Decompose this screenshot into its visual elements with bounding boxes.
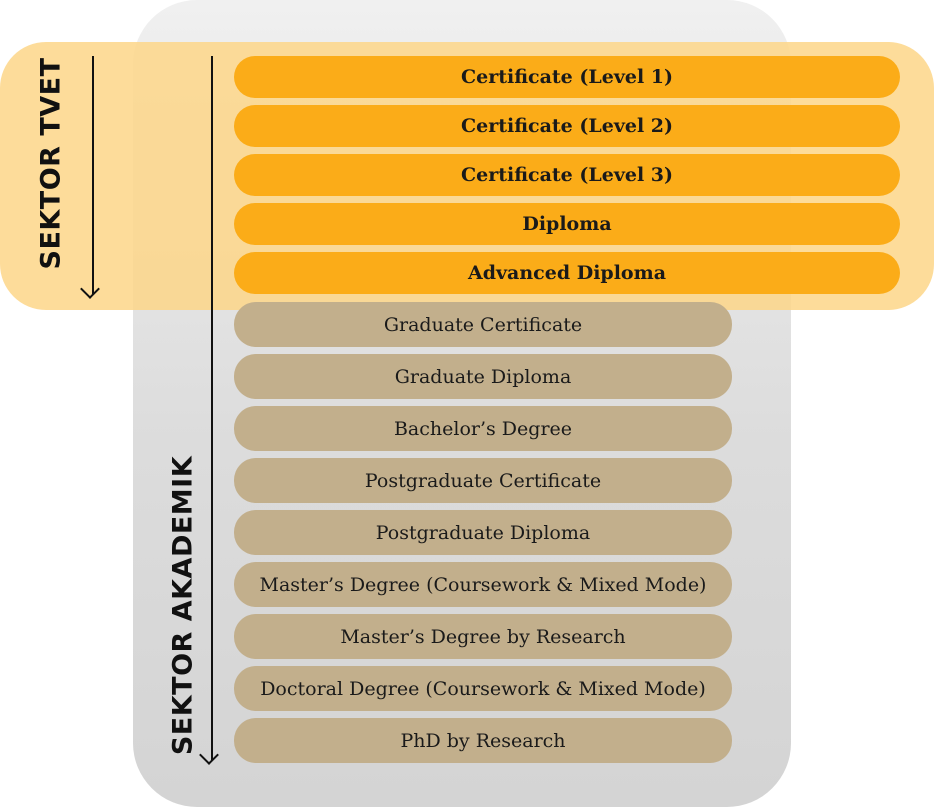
tvet-sector-label: SEKTOR TVET [35,57,67,270]
akademik-qualification-postgraduate-diploma: Postgraduate Diploma [234,510,732,555]
akademik-qualification-doctoral-coursework: Doctoral Degree (Coursework & Mixed Mode… [234,666,732,711]
akademik-qualification-masters-coursework: Master’s Degree (Coursework & Mixed Mode… [234,562,732,607]
akademik-qualification-masters-research: Master’s Degree by Research [234,614,732,659]
akademik-qualification-bachelors-degree: Bachelor’s Degree [234,406,732,451]
tvet-down-arrow-icon [92,56,94,294]
tvet-qualification-certificate-level-3: Certificate (Level 3) [234,154,900,196]
akademik-qualification-phd-research: PhD by Research [234,718,732,763]
akademik-qualification-postgraduate-certificate: Postgraduate Certificate [234,458,732,503]
tvet-qualification-certificate-level-1: Certificate (Level 1) [234,56,900,98]
akademik-sector-label: SEKTOR AKADEMIK [167,455,199,756]
akademik-qualification-graduate-certificate: Graduate Certificate [234,302,732,347]
akademik-down-arrow-icon [211,56,213,760]
tvet-qualification-advanced-diploma: Advanced Diploma [234,252,900,294]
tvet-qualification-certificate-level-2: Certificate (Level 2) [234,105,900,147]
akademik-qualification-graduate-diploma: Graduate Diploma [234,354,732,399]
tvet-qualification-diploma: Diploma [234,203,900,245]
